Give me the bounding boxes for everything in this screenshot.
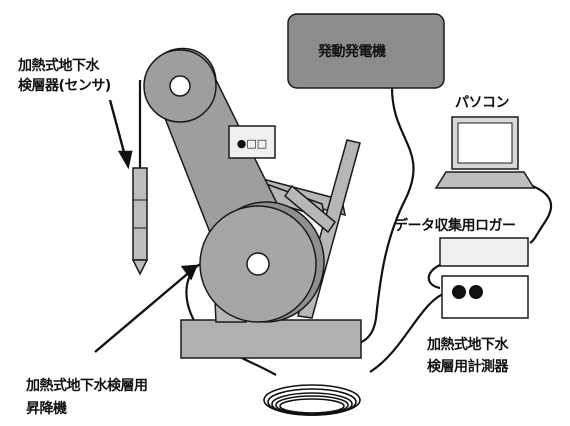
meter-device: [441, 275, 529, 319]
upper-pulley-hub: [169, 75, 191, 97]
meter-label-line1: 加熱式地下水: [427, 337, 509, 353]
data-logger-box: [439, 237, 529, 267]
sensor-label-line2: 検層器(センサ): [18, 78, 111, 94]
frame-cross-bar: [283, 184, 337, 234]
generator: [287, 13, 445, 89]
leader-arrows: [94, 99, 198, 353]
logger-to-meter-cable: [427, 264, 441, 290]
winch-label-line2: 昇降機: [26, 401, 67, 417]
meter-label-line2: 検層用計測器: [427, 359, 509, 375]
generator-box: [287, 13, 445, 89]
meter-to-coil-cable: [369, 290, 449, 373]
sensor-body: [132, 167, 148, 261]
meter-indicator-2: [469, 285, 483, 299]
meter-indicator-1: [452, 285, 466, 299]
winch-leader-line: [94, 269, 193, 353]
laptop-pc: [434, 116, 536, 189]
winch-leader-arrowhead: [180, 264, 198, 281]
winch-base: [180, 319, 362, 359]
pc-to-logger-cable: [524, 181, 553, 244]
control-panel-readout: ●□□: [237, 137, 267, 150]
winch-label-line1: 加熱式地下水検層用: [26, 378, 148, 394]
sensor-tip: [131, 259, 149, 276]
sensor-leader-line: [108, 99, 127, 157]
generator-label: 発動発電機: [318, 44, 386, 60]
sensor-label-line1: 加熱式地下水: [18, 58, 100, 74]
data-logger-label: データ収集用ロガー: [394, 218, 516, 234]
winch-drum-hub: [246, 252, 270, 276]
control-panel-box: [228, 125, 276, 159]
control-panel: ●□□: [228, 125, 276, 159]
generator-cable: [343, 87, 415, 346]
winch-drum-assembly: [199, 201, 325, 323]
laptop-keyboard: [434, 171, 536, 189]
laptop-display: [457, 122, 513, 164]
sensor-probe: [131, 167, 149, 276]
pc-label: パソコン: [455, 95, 510, 111]
sensor-leader-arrowhead: [117, 150, 133, 170]
cable-coil: [263, 384, 361, 416]
